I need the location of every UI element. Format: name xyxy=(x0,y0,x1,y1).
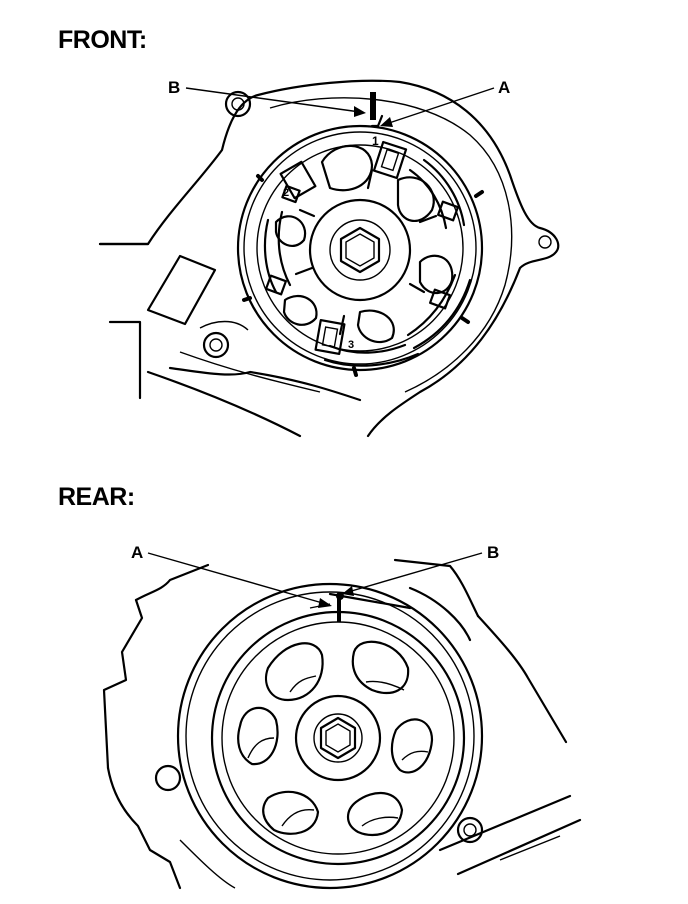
front-callout-b: B xyxy=(168,78,181,97)
rear-engine-housing xyxy=(102,558,582,890)
front-callout-a: A xyxy=(498,78,511,97)
rear-callout-a: A xyxy=(131,543,144,562)
front-pulley xyxy=(236,92,484,377)
rear-leader-b xyxy=(342,552,483,596)
front-heading: FRONT: xyxy=(58,26,147,54)
front-leader-b xyxy=(185,87,366,117)
rear-pulley xyxy=(176,582,484,890)
rear-callout-b: B xyxy=(487,543,500,562)
front-mark-1: 1 xyxy=(372,134,379,148)
front-engine-housing xyxy=(98,79,560,438)
front-mark-2: 2 xyxy=(283,187,289,199)
rear-leader-a xyxy=(147,552,332,608)
rear-heading: REAR: xyxy=(58,483,135,511)
front-leader-a xyxy=(380,87,495,127)
front-mark-3: 3 xyxy=(348,339,354,351)
